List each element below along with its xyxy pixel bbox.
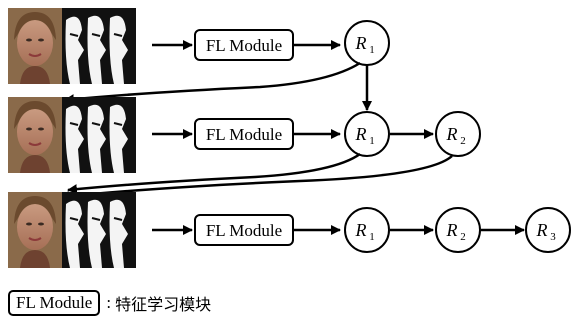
legend: FL Module : 特征学习模块 xyxy=(8,288,211,318)
input-image-group-row-3 xyxy=(8,192,136,268)
result-subscript: 1 xyxy=(369,135,375,147)
face-photo-row-1 xyxy=(8,8,62,84)
legend-separator: : xyxy=(106,293,112,312)
result-node-r1-row-3: R 1 xyxy=(344,207,390,253)
fl-module-box-row-2: FL Module xyxy=(194,118,294,150)
input-image-group-row-2 xyxy=(8,97,136,173)
result-node-r2-row-3: R 2 xyxy=(435,207,481,253)
fl-module-box-row-1: FL Module xyxy=(194,29,294,61)
result-node-r3-row-3: R 3 xyxy=(525,207,571,253)
result-subscript: 1 xyxy=(369,231,375,243)
feedback-arrow-r1-row-1-to-row-2 xyxy=(64,61,361,105)
result-node-r1-row-1: R 1 xyxy=(344,20,390,66)
fl-module-box-row-3: FL Module xyxy=(194,214,294,246)
feedback-arrow-r2-row-2-to-row-3 xyxy=(59,155,453,202)
fl-module-label-row-1: FL Module xyxy=(206,36,282,55)
feature-maps-row-2 xyxy=(62,97,136,173)
result-subscript: 1 xyxy=(369,44,375,56)
feature-maps-row-1 xyxy=(62,8,136,85)
result-subscript: 2 xyxy=(460,231,466,243)
result-letter: R xyxy=(355,220,367,240)
result-letter: R xyxy=(536,220,548,240)
result-node-r1-row-2: R 1 xyxy=(344,111,390,157)
feature-maps-row-3 xyxy=(62,192,136,268)
feedback-arrow-r1-row-2-to-row-3 xyxy=(67,152,361,195)
result-letter: R xyxy=(446,124,458,144)
result-letter: R xyxy=(446,220,458,240)
result-node-r2-row-2: R 2 xyxy=(435,111,481,157)
legend-module-box: FL Module xyxy=(8,290,101,316)
input-image-group-row-1 xyxy=(8,8,136,85)
result-letter: R xyxy=(355,124,367,144)
face-photo-row-2 xyxy=(8,97,62,173)
legend-description: 特征学习模块 xyxy=(115,295,212,314)
fl-module-label-row-3: FL Module xyxy=(206,221,282,240)
result-subscript: 2 xyxy=(460,135,466,147)
fl-module-label-row-2: FL Module xyxy=(206,125,282,144)
result-subscript: 3 xyxy=(550,231,556,243)
result-letter: R xyxy=(355,33,367,53)
face-photo-row-3 xyxy=(8,192,62,268)
